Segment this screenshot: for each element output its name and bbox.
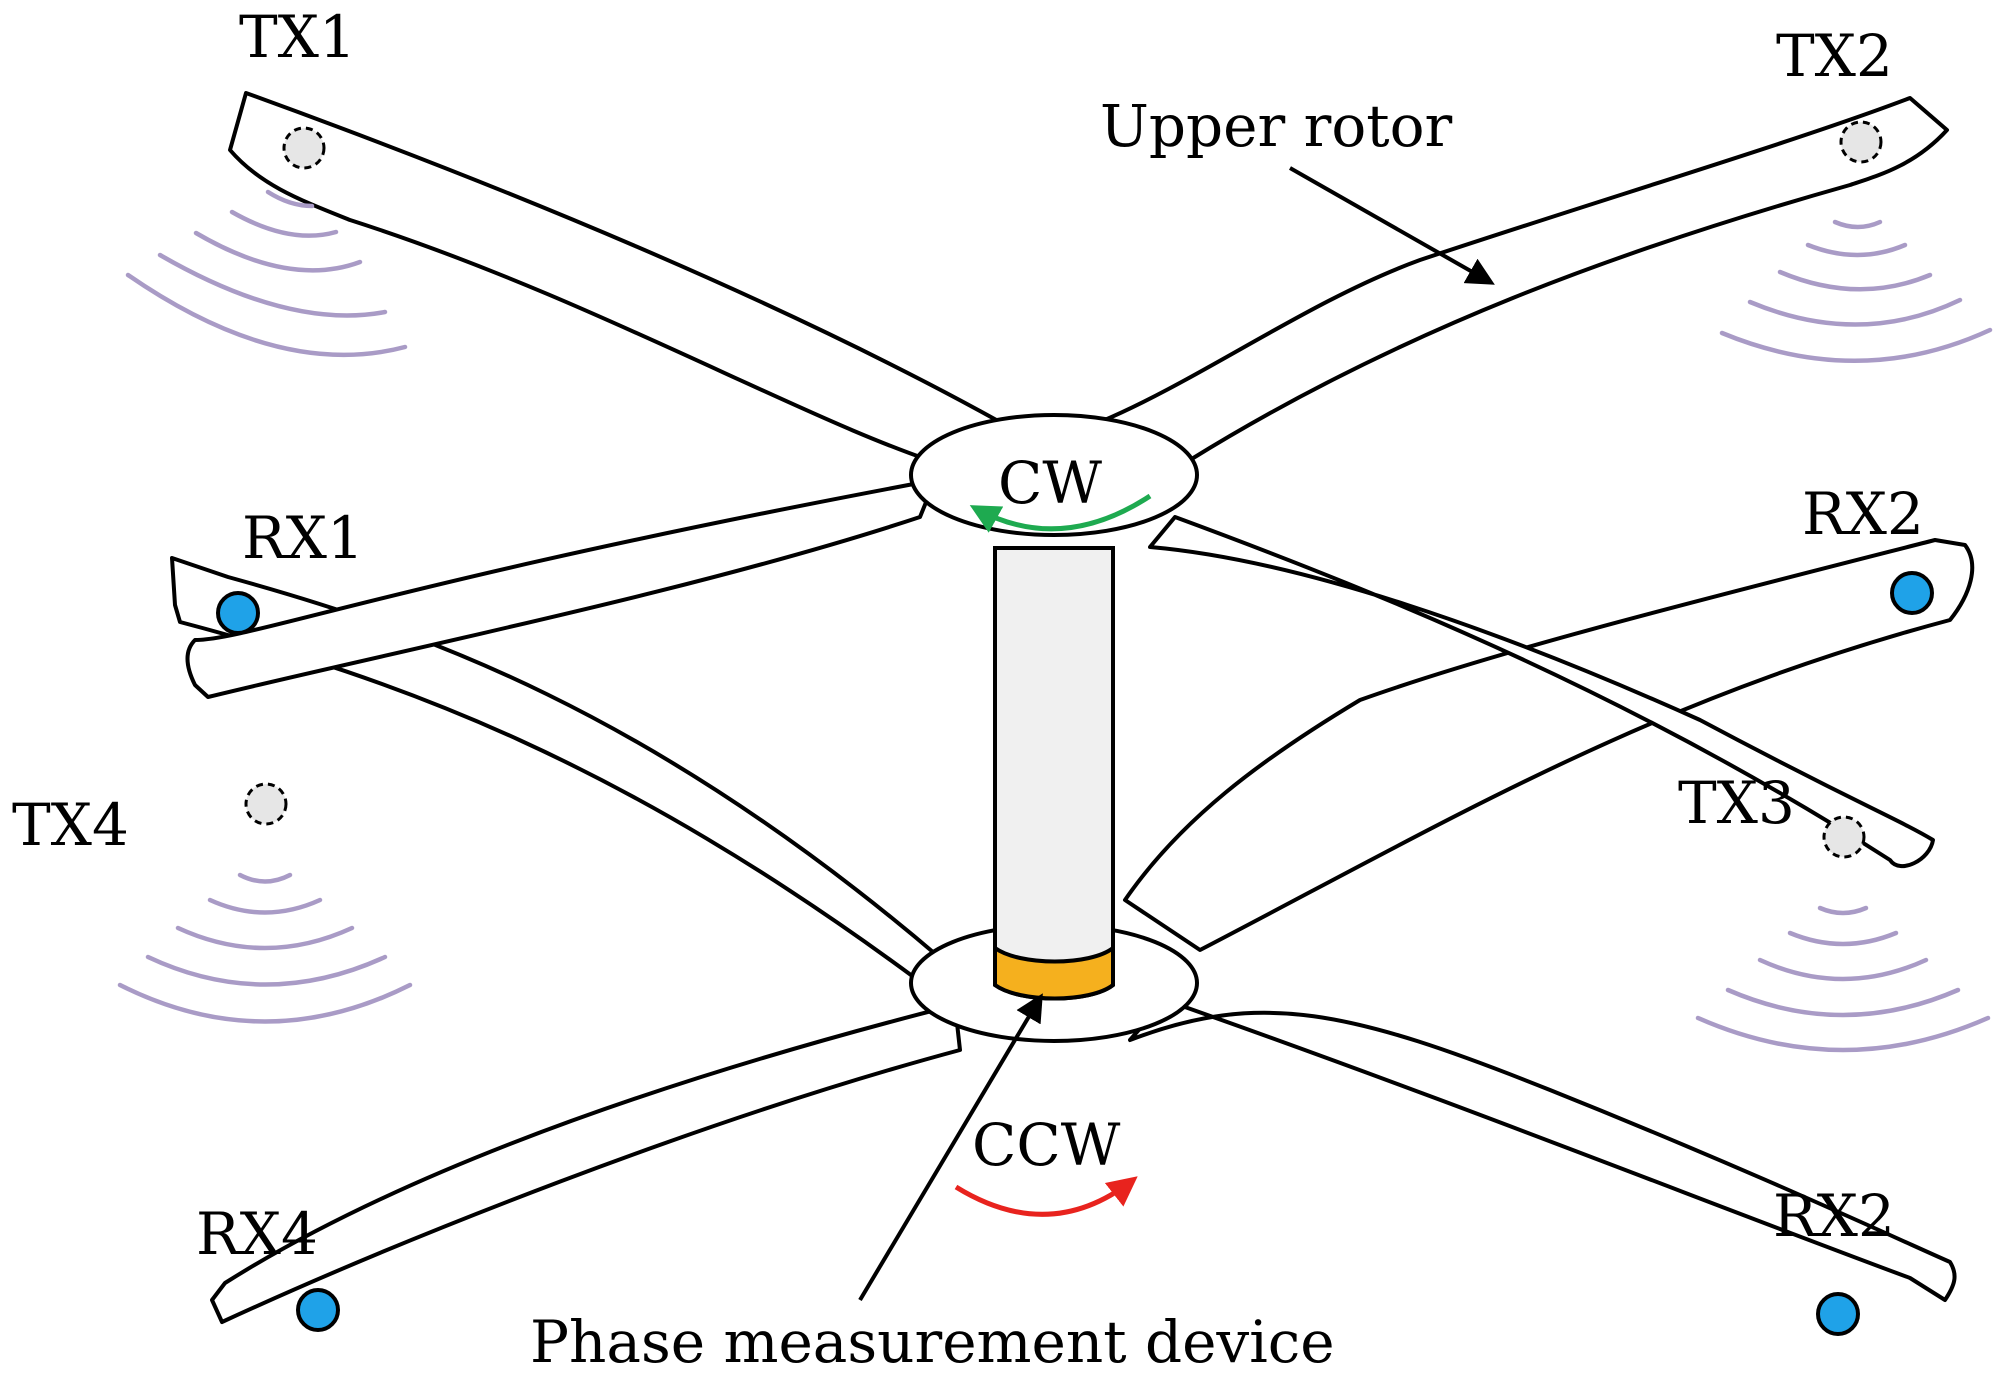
- radio-wave-arcs-icon: [229, 209, 339, 238]
- upper-rotor-pointer-arrow: [1289, 166, 1495, 285]
- cw-rotation-arrow-icon: [969, 493, 1152, 533]
- signal-waves-tx4: [117, 872, 413, 1024]
- signal-waves-tx3: [1695, 905, 1991, 1053]
- label-rx2-upper: RX2: [1802, 480, 1924, 548]
- lower-blade-rx2-lower: [1128, 998, 1957, 1302]
- tx4-antenna-icon: [244, 782, 288, 826]
- label-upper-rotor: Upper rotor: [1100, 92, 1452, 160]
- radio-wave-arcs-icon: [1787, 930, 1899, 947]
- upper-blade-tx4: [185, 478, 937, 699]
- radio-wave-arcs-icon: [1805, 242, 1908, 258]
- radio-wave-arcs-icon: [175, 925, 355, 951]
- ccw-rotation-arrow-icon: [954, 1176, 1138, 1217]
- radio-wave-arcs-icon: [1747, 297, 1963, 327]
- tx3-antenna-icon: [1822, 815, 1866, 859]
- signal-waves-tx1: [125, 189, 408, 358]
- rotor-shaft: [993, 546, 1115, 1001]
- radio-wave-arcs-icon: [207, 897, 323, 915]
- radio-wave-arcs-icon: [125, 272, 408, 358]
- label-rx1: RX1: [242, 504, 364, 572]
- lower-blade-rx2-upper: [1123, 538, 1975, 952]
- label-tx4: TX4: [12, 791, 129, 859]
- label-tx2: TX2: [1776, 22, 1893, 90]
- signal-waves-tx2: [1719, 219, 1993, 363]
- radio-wave-arcs-icon: [1757, 957, 1929, 982]
- radio-wave-arcs-icon: [237, 872, 293, 884]
- radio-wave-arcs-icon: [1725, 987, 1961, 1018]
- radio-wave-arcs-icon: [157, 252, 388, 318]
- upper-rotor: [185, 91, 1949, 868]
- lower-blade-rx4: [210, 1003, 962, 1324]
- rx2-lower-antenna-icon: [1816, 1292, 1860, 1336]
- radio-wave-arcs-icon: [1777, 269, 1933, 292]
- rx1-antenna-icon: [216, 591, 260, 635]
- phase-device-pointer-arrow: [858, 993, 1043, 1302]
- radio-wave-arcs-icon: [117, 982, 413, 1024]
- radio-wave-arcs-icon: [1817, 905, 1869, 916]
- shaft-body: [993, 546, 1115, 1001]
- radio-wave-arcs-icon: [1832, 219, 1883, 230]
- label-tx3: TX3: [1678, 769, 1795, 837]
- antennas: [216, 120, 1934, 1336]
- tx1-antenna-icon: [282, 126, 326, 170]
- radio-wave-arcs-icon: [145, 954, 388, 987]
- label-cw: CW: [998, 449, 1102, 517]
- upper-blade-tx1: [228, 91, 1005, 472]
- radio-wave-arcs-icon: [265, 189, 315, 209]
- label-rx4: RX4: [196, 1200, 318, 1268]
- radio-wave-arcs-icon: [193, 230, 363, 273]
- tx2-antenna-icon: [1839, 120, 1883, 164]
- radio-wave-arcs-icon: [1719, 327, 1993, 363]
- radio-wave-arcs-icon: [1695, 1015, 1991, 1053]
- label-tx1: TX1: [239, 3, 356, 71]
- label-rx2-lower: RX2: [1773, 1182, 1895, 1250]
- upper-blade-tx2: [1098, 96, 1949, 462]
- rx4-antenna-icon: [296, 1288, 340, 1332]
- label-ccw: CCW: [972, 1111, 1121, 1179]
- label-phase-measurement-device: Phase measurement device: [530, 1308, 1335, 1376]
- rx2-upper-antenna-icon: [1890, 571, 1934, 615]
- upper-hub: [909, 413, 1199, 537]
